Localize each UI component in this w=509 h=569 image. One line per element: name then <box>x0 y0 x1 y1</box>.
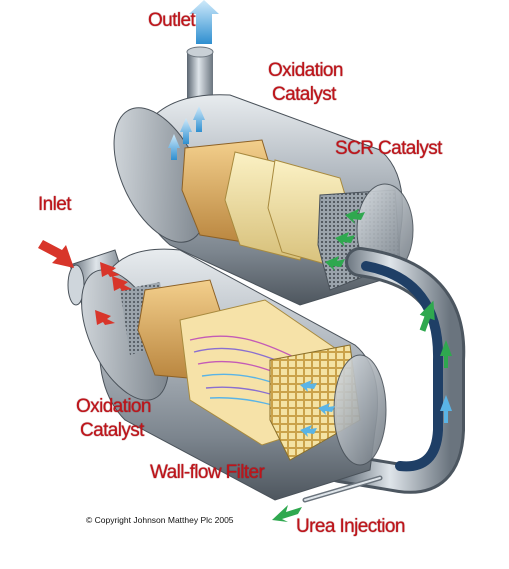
label-inlet: Inlet <box>38 194 72 215</box>
upper-canister <box>113 46 414 306</box>
inlet-arrow <box>38 240 74 268</box>
filter-exit-arrows <box>300 380 335 437</box>
inlet-flow-arrows <box>95 262 132 325</box>
outlet-arrow <box>189 0 219 44</box>
lower-canister <box>67 248 387 501</box>
connecting-pipe <box>325 247 466 494</box>
outlet-flow-arrows <box>168 106 205 160</box>
label-oxidation-catalyst-bottom-line1: Oxidation <box>76 396 151 417</box>
label-oxidation-catalyst-top-line1: Oxidation <box>268 60 343 81</box>
label-urea-injection: Urea Injection <box>296 516 405 537</box>
label-oxidation-catalyst-top-line2: Catalyst <box>272 84 336 105</box>
copyright-notice: © Copyright Johnson Matthey Plc 2005 <box>86 515 234 525</box>
scr-flow-arrows <box>325 209 365 271</box>
urea-arrow <box>272 505 302 522</box>
label-outlet: Outlet <box>148 10 196 31</box>
label-scr-catalyst: SCR Catalyst <box>335 138 442 159</box>
label-oxidation-catalyst-bottom-line2: Catalyst <box>80 420 144 441</box>
label-wall-flow-filter: Wall-flow Filter <box>150 462 265 483</box>
urea-injector <box>272 475 383 522</box>
